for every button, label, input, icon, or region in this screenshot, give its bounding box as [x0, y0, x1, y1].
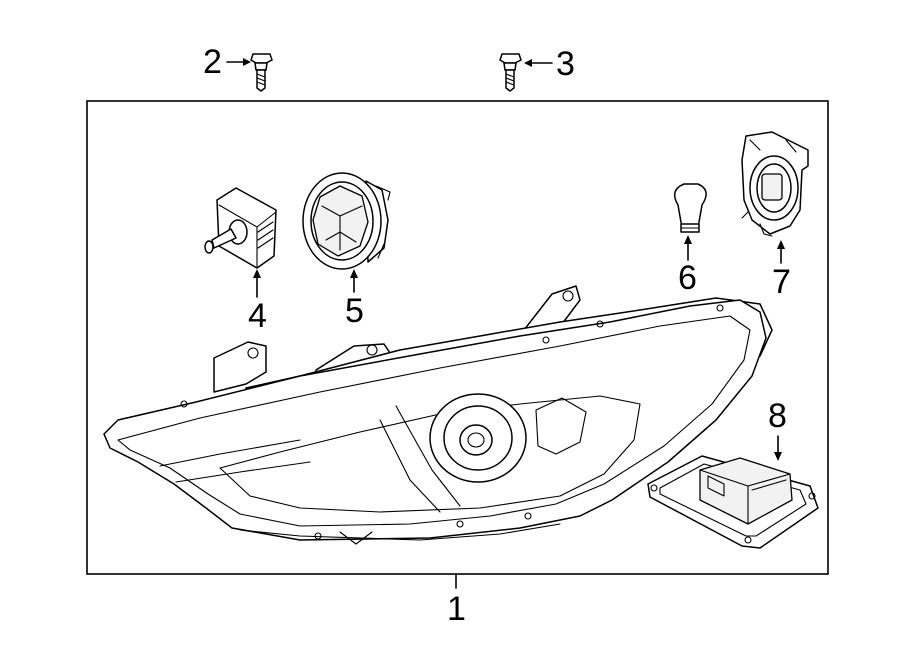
callout-1: 1 — [447, 573, 466, 628]
callout-3: 3 — [524, 45, 575, 83]
callout-label-2: 2 — [203, 43, 222, 81]
callout-label-4: 4 — [248, 297, 267, 335]
callout-2: 2 — [203, 43, 251, 81]
callout-label-7: 7 — [772, 263, 791, 301]
callout-8: 8 — [768, 397, 787, 461]
control-module-part-8 — [647, 455, 819, 549]
socket-part-7 — [741, 131, 809, 237]
callout-label-5: 5 — [345, 292, 364, 330]
callout-7: 7 — [772, 240, 791, 301]
callout-label-8: 8 — [768, 397, 787, 435]
dust-cap-part-5 — [302, 172, 391, 270]
callout-6: 6 — [678, 235, 697, 297]
callout-label-6: 6 — [678, 259, 697, 297]
callout-5: 5 — [345, 269, 364, 330]
actuator-part-4 — [204, 187, 277, 269]
callout-label-1: 1 — [447, 590, 466, 628]
bulb-part-6 — [673, 183, 707, 233]
callout-label-3: 3 — [556, 45, 575, 83]
bolt-part-3 — [499, 53, 522, 92]
callout-4: 4 — [248, 269, 267, 335]
headlamp-assembly-part-1 — [103, 285, 773, 545]
assembly-frame — [86, 100, 829, 575]
bolt-part-2 — [250, 53, 273, 92]
